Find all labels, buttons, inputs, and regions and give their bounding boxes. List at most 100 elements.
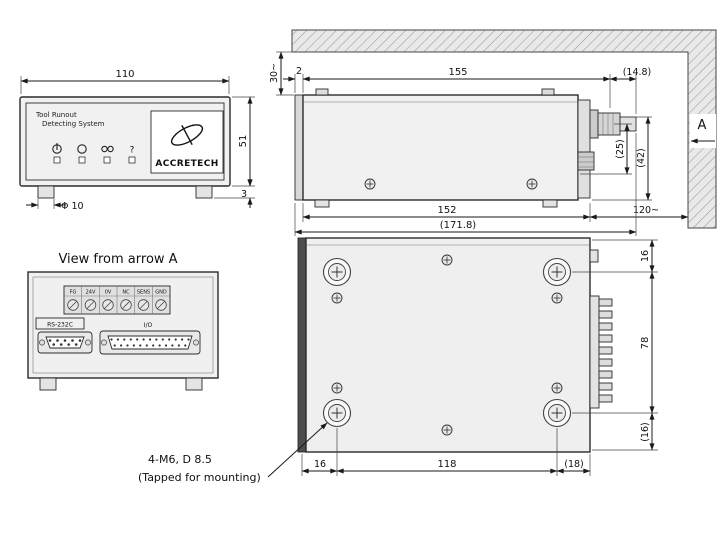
led-window: [103, 156, 111, 164]
logo-panel: ACCRETECH: [150, 110, 224, 174]
dim-probe-protrusion: (14.8): [609, 67, 652, 114]
led-window: [128, 156, 136, 164]
circle-led-icon: [77, 144, 87, 154]
dim-overall-length-label: (171.8): [440, 220, 477, 231]
rs232c-label: RS-232C: [47, 322, 73, 329]
dim-overall-length: (171.8): [294, 133, 637, 236]
terminal-label: 24V: [86, 290, 96, 296]
dim-front-height-label: 51: [238, 135, 249, 148]
side-front-panel-edge: [294, 94, 304, 201]
case-screw-icon: [551, 382, 563, 394]
terminal-label: 0V: [105, 290, 112, 296]
front-view: 110 Tool Runout Detecting System ACCRETE…: [19, 69, 255, 212]
case-screw-icon: [551, 292, 563, 304]
side-view: 2 155 (14.8) 30~ (25) (: [269, 29, 717, 236]
front-foot-right: [195, 185, 213, 199]
dim-probe-protrusion-label: (14.8): [623, 67, 652, 78]
adjuster-knob: [577, 151, 595, 171]
panel-title-line1: Tool Runout: [35, 111, 77, 119]
dim-foot-diameter-label: Φ 10: [61, 201, 84, 212]
dim-gap-left-label: 2: [296, 66, 302, 77]
dim-body-length-label: 155: [448, 67, 467, 78]
rear-view-title: View from arrow A: [58, 252, 177, 267]
case-screw-icon: [331, 292, 343, 304]
mounting-hole: [542, 398, 572, 428]
rear-view: View from arrow A FG 24V 0V NC SENS GND: [27, 252, 219, 391]
rs232c-connector: RS-232C: [35, 317, 93, 354]
io-label: I/O: [144, 322, 153, 329]
power-icon: [52, 143, 62, 154]
led-window: [78, 156, 86, 164]
dim-left-offset-label: 16: [314, 459, 326, 470]
dim-gap-left: 2: [283, 66, 304, 93]
dim-top-clearance-label: 30~: [269, 63, 280, 83]
brand-label: ACCRETECH: [155, 159, 218, 169]
terminal-label: FG: [70, 290, 77, 296]
jack-screw-icon: [85, 339, 91, 346]
db9-pins: [48, 339, 82, 346]
case-screw-icon: [331, 382, 343, 394]
dim-right-clearance: 120~: [589, 205, 689, 220]
dim-front-height: 51: [232, 96, 255, 187]
terminal-label: NC: [122, 290, 130, 296]
jack-screw-icon: [39, 339, 45, 346]
bottom-view: 16 78 (16) 16 118 (18) 4-M6, D 8.5 (Tapp…: [138, 237, 658, 484]
dim-front-width: 110: [20, 69, 230, 94]
view-arrow-a: A: [690, 114, 716, 148]
dim-hole-pitch-h-label: 118: [437, 459, 456, 470]
view-arrow-a-label: A: [698, 118, 707, 133]
io-connector: I/O: [99, 322, 201, 355]
mounting-hole: [322, 398, 352, 428]
panel-title-line2: Detecting System: [42, 120, 105, 128]
case-screw-icon: [441, 254, 453, 266]
dim-top-offset-label: 16: [640, 250, 651, 262]
dim-bottom-right-col: 16 78 (16): [572, 239, 658, 451]
screw-icon: [526, 178, 538, 190]
dim-top-clearance: 30~: [269, 51, 294, 96]
dim-bottom-row: 16 118 (18): [301, 428, 591, 476]
dim-right-clearance-label: 120~: [633, 205, 659, 216]
dim-foot-diameter: Φ 10: [26, 199, 84, 212]
side-foot: [314, 199, 330, 208]
dim-42-label: (42): [636, 148, 647, 168]
dim-right-offset-label: (18): [564, 459, 584, 470]
front-panel-inner: [25, 102, 225, 181]
dim-front-width-label: 110: [115, 69, 134, 80]
jack-screw-icon: [193, 339, 199, 346]
terminal-block: FG 24V 0V NC SENS GND: [63, 285, 171, 315]
terminal-label: SENS: [137, 290, 150, 296]
dim-bottom-offset-label: (16): [640, 422, 651, 442]
terminal-block-side: [589, 295, 613, 409]
dim-25: (25): [580, 123, 632, 175]
terminal-label: GND: [155, 290, 167, 296]
case-screw-icon: [441, 424, 453, 436]
side-top-tab: [315, 88, 329, 96]
db25-pins: [110, 338, 190, 347]
jack-screw-icon: [101, 339, 107, 346]
rear-body-inner: [32, 276, 214, 374]
dim-foot-height: 3: [214, 176, 255, 208]
dim-foot-height-label: 3: [241, 189, 247, 200]
side-foot: [542, 199, 558, 208]
dim-hole-pitch-v-label: 78: [640, 337, 651, 350]
bottom-body: [305, 237, 591, 453]
mounting-note-line2: (Tapped for mounting): [138, 471, 261, 484]
rear-foot: [39, 377, 57, 391]
screw-icon: [364, 178, 376, 190]
dim-25-label: (25): [615, 139, 626, 159]
bottom-front-edge: [297, 237, 307, 453]
terminal-screw-icon: [67, 299, 167, 311]
dim-42: (42): [592, 116, 652, 201]
dim-base-length-label: 152: [437, 205, 456, 216]
rear-foot: [185, 377, 203, 391]
dual-circle-icon: [101, 145, 114, 153]
mounting-note: 4-M6, D 8.5 (Tapped for mounting): [138, 422, 328, 484]
side-mount-plate: [577, 99, 591, 199]
sensor-plug: [589, 109, 637, 139]
accretech-logo-icon: [170, 124, 204, 146]
front-foot-left: [37, 185, 55, 199]
led-window: [53, 156, 61, 164]
mounting-hole: [542, 257, 572, 287]
